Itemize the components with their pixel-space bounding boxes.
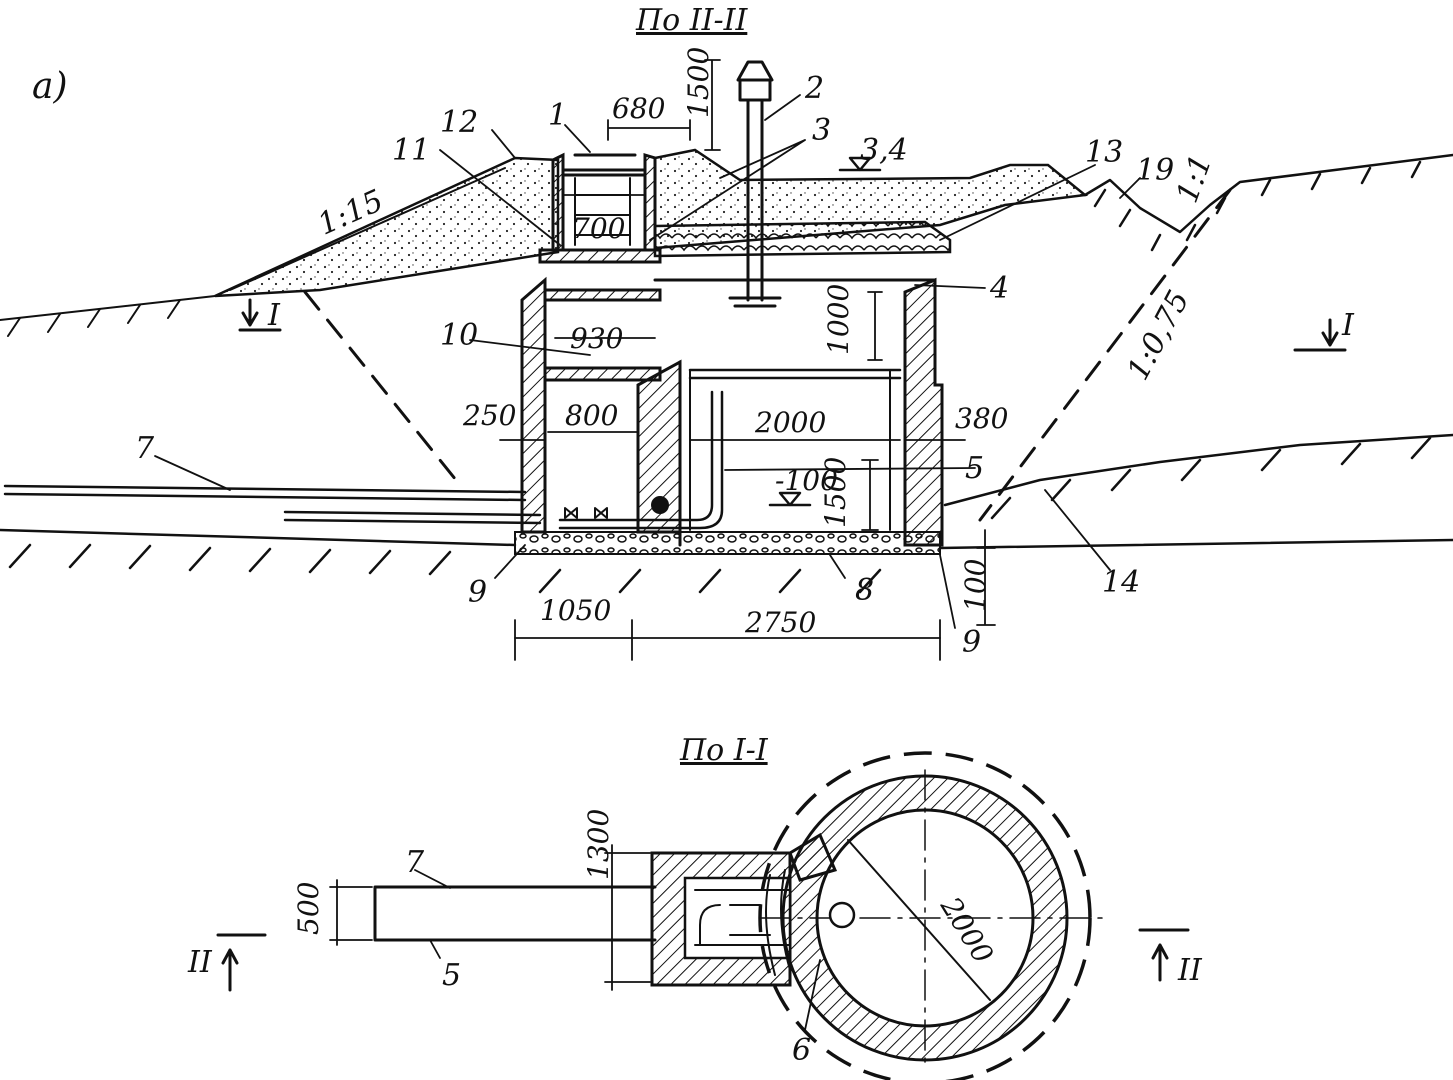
- slab-930: [543, 366, 662, 382]
- outlet-pipe: [3, 484, 542, 525]
- section-mark-ii-left-label: II: [187, 945, 213, 980]
- chamber-left-wall: [520, 276, 547, 534]
- internal-pipe: [558, 390, 724, 530]
- plan-tank-neck: [788, 832, 838, 882]
- callout-10: 10: [440, 318, 478, 353]
- dim-100: 100: [959, 559, 992, 612]
- dim-380: 380: [955, 402, 1008, 435]
- elevation-bottom: -100: [775, 464, 838, 497]
- section-title-bottom: По I-I: [679, 733, 769, 768]
- plan-dim-500: 500: [292, 882, 325, 935]
- section-mark-ii-right: [1138, 928, 1190, 982]
- chamber-upper-slab: [538, 248, 662, 264]
- valves: [564, 496, 669, 519]
- panel-letter: а): [32, 66, 68, 107]
- ground-bottom: [0, 528, 1453, 594]
- section-mark-ii-right-label: II: [1177, 953, 1203, 988]
- callout-1: 1: [548, 98, 567, 133]
- callout-8: 8: [855, 573, 874, 608]
- dim-250: 250: [462, 399, 516, 432]
- section-mark-ii-left: [216, 933, 267, 992]
- tank-water-line: [688, 368, 902, 380]
- plan-callout-5: 5: [442, 958, 461, 993]
- section-mark-i-right-label: I: [1341, 308, 1355, 343]
- vent-pipe: [728, 60, 782, 308]
- plan-arc-lines: [765, 869, 791, 976]
- embankment-left: [214, 156, 560, 298]
- callout-9-right: 9: [962, 625, 981, 660]
- plan-dim-500-line: [329, 879, 373, 946]
- ground-right: [1083, 153, 1453, 252]
- plan-callout-6: 6: [792, 1033, 811, 1068]
- dim-1050: 1050: [540, 594, 611, 627]
- slope-ditch: 1:1: [1170, 150, 1219, 207]
- section-mark-i-left-label: I: [267, 298, 281, 333]
- callout-19: 19: [1136, 153, 1174, 188]
- section-mark-i-right: [1293, 318, 1347, 352]
- elevation-top: 3,4: [860, 133, 908, 168]
- chamber-inner-slab: [543, 288, 662, 302]
- dim-1000: 1000: [822, 284, 855, 355]
- dim-1500-low: 1500: [819, 457, 852, 528]
- plan-dim-1300: 1300: [582, 809, 615, 880]
- tank-inner-line: [689, 369, 891, 531]
- callout-11: 11: [392, 133, 430, 168]
- plan-dim-1300-line: [604, 844, 651, 991]
- section-mark-i-left: [238, 298, 282, 332]
- manhole-left-wall: [551, 152, 565, 252]
- embankment-slope-line: [229, 167, 506, 291]
- plan-pipe-riser: [828, 901, 856, 929]
- slope-excavation: 1:0,75: [1121, 285, 1197, 386]
- dim-2000-section: 2000: [754, 406, 826, 439]
- manhole-cover: [561, 153, 647, 177]
- excavation-line-right: [978, 188, 1232, 522]
- manhole-right-wall: [643, 152, 657, 252]
- leader-lines: [154, 94, 1141, 629]
- section-ii-view: а) По II-II 1:15 1:1 1:0,75 3,4 -100 680…: [0, 3, 1453, 661]
- plan-leader-lines: [414, 869, 821, 1031]
- callout-14: 14: [1102, 565, 1140, 600]
- dim-1500-top: 1500: [682, 47, 715, 118]
- plan-pipes: [373, 885, 657, 942]
- dim-930: 930: [570, 322, 623, 355]
- ground-left: [0, 295, 216, 337]
- plan-centerlines: [759, 769, 1111, 1071]
- plan-callout-7: 7: [405, 845, 425, 880]
- gravel-bed: [514, 531, 941, 555]
- section-title-top: По II-II: [635, 3, 748, 38]
- dim-700: 700: [572, 212, 625, 245]
- clay-layer: [653, 220, 952, 258]
- elevation-mark-bottom: [768, 491, 812, 507]
- dimension-lines: [499, 59, 996, 661]
- excavation-line-left: [303, 290, 462, 487]
- callout-9-left: 9: [468, 575, 487, 610]
- plan-diameter-line: [847, 839, 991, 1001]
- elevation-mark-top: [838, 156, 882, 172]
- tank-right-wall: [903, 277, 944, 547]
- dim-680: 680: [612, 92, 665, 125]
- callout-3: 3: [812, 113, 831, 148]
- section-i-view: По I-I 500 1300 2000: [187, 733, 1203, 1080]
- callout-7: 7: [135, 431, 155, 466]
- callout-13: 13: [1085, 135, 1123, 170]
- plan-chamber-fittings: [694, 889, 791, 946]
- ground-lower-right: [943, 433, 1453, 520]
- dim-2750: 2750: [744, 606, 816, 639]
- callout-4: 4: [989, 271, 1009, 306]
- callout-2: 2: [804, 71, 824, 106]
- dim-800: 800: [565, 399, 618, 432]
- callout-5: 5: [965, 451, 984, 486]
- callout-12: 12: [440, 105, 478, 140]
